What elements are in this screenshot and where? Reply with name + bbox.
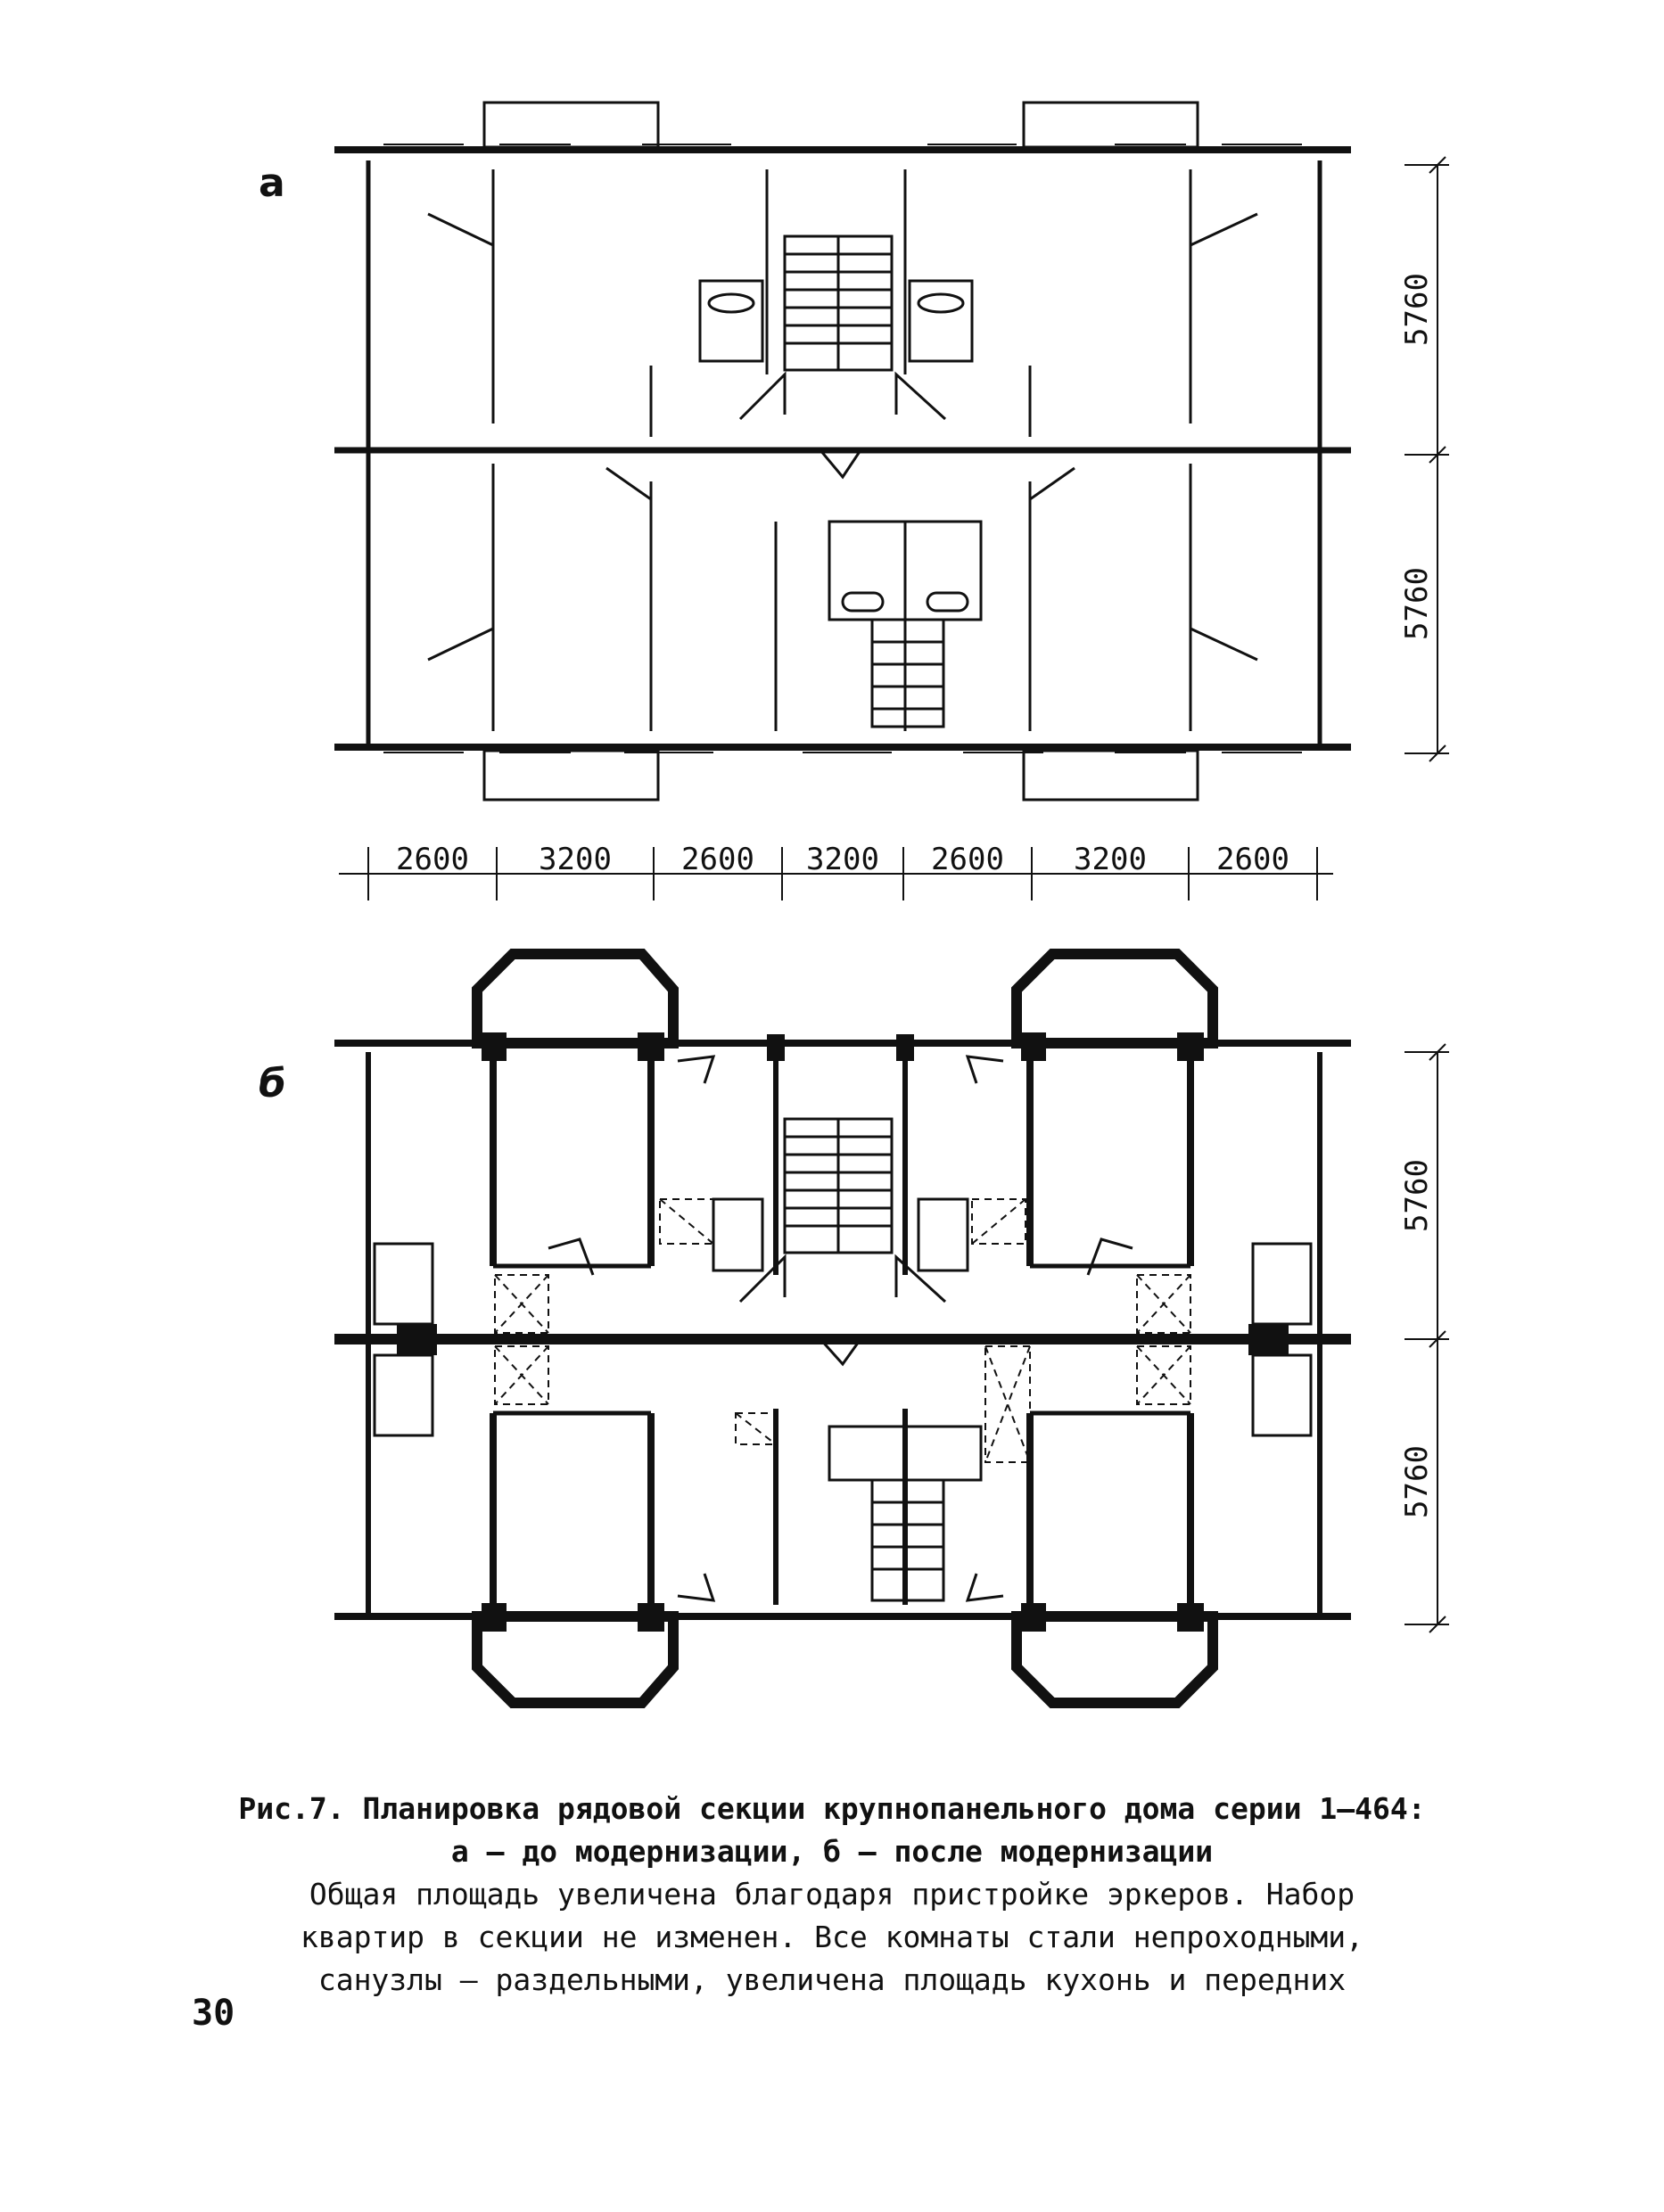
hdim-7: 2600 — [1216, 842, 1289, 877]
hdim-4: 3200 — [806, 842, 879, 877]
plan-b-dimensions — [1405, 1043, 1449, 1633]
caption-line-1: Рис.7. Планировка рядовой секции крупноп… — [238, 1791, 1426, 1826]
plan-a-dim-upper: 5760 — [1399, 273, 1435, 346]
plan-b-wall-blocks — [397, 1032, 1289, 1632]
hdim-1: 2600 — [396, 842, 469, 877]
caption-line-4: квартир в секции не изменен. Все комнаты… — [300, 1920, 1364, 1954]
hdim-2: 3200 — [539, 842, 612, 877]
caption-line-2: а – до модернизации, б – после модерниза… — [450, 1834, 1214, 1869]
page-number: 30 — [192, 1993, 235, 2034]
hdim-3: 2600 — [681, 842, 754, 877]
plan-b-dim-lower: 5760 — [1399, 1445, 1435, 1518]
caption-line-3: Общая площадь увеличена благодаря пристр… — [309, 1877, 1355, 1912]
plan-b — [334, 949, 1351, 1708]
plan-a-dim-lower: 5760 — [1399, 567, 1435, 640]
hdim-5: 2600 — [931, 842, 1004, 877]
figure-label-a: а — [259, 160, 285, 206]
hdim-6: 3200 — [1074, 842, 1147, 877]
plan-a-dimensions — [339, 156, 1449, 900]
plan-b-dim-upper: 5760 — [1399, 1159, 1435, 1232]
caption-line-5: санузлы – раздельными, увеличена площадь… — [317, 1962, 1347, 1997]
plan-a — [334, 101, 1351, 802]
figure-label-b: б — [259, 1061, 286, 1106]
